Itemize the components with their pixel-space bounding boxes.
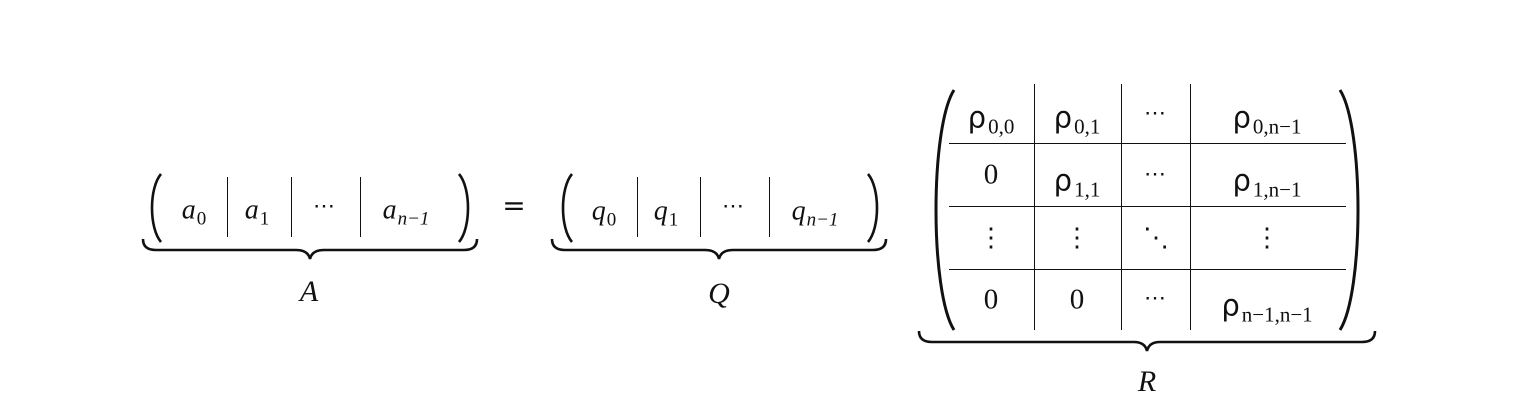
cell-subscript: 0,0 <box>988 114 1015 139</box>
matrix-r-left-paren <box>934 89 956 331</box>
cell-base: a <box>382 194 397 226</box>
matrix-q-cell: q0 <box>591 195 617 230</box>
matrix-q-divider <box>637 177 638 237</box>
matrix-q-hdots: ⋯ <box>722 194 746 219</box>
matrix-r-right-paren <box>1338 89 1360 331</box>
cell-base: a <box>244 194 259 226</box>
cell-subscript: 0 <box>196 208 207 230</box>
cell-base: ρ <box>1232 100 1251 135</box>
matrix-q-divider <box>700 177 701 237</box>
matrix-a-divider <box>360 177 361 237</box>
matrix-a-left-paren <box>150 173 163 243</box>
matrix-r-hline <box>949 206 1346 207</box>
matrix-a-cell: a1 <box>244 194 270 229</box>
matrix-r-vline <box>1121 84 1122 330</box>
cell-subscript: 1 <box>259 208 270 230</box>
matrix-a-cell: an−1 <box>382 194 430 229</box>
matrix-a-right-paren <box>457 173 470 243</box>
matrix-a-divider <box>227 177 228 237</box>
matrix-r-vline <box>1190 84 1191 330</box>
matrix-r-hdots: ⋯ <box>1144 101 1168 126</box>
matrix-r-vdots: ⋮ <box>978 223 1004 253</box>
matrix-r-hdots: ⋯ <box>1144 286 1168 311</box>
matrix-r-underbrace <box>917 330 1377 352</box>
matrix-r-cell: ρ1,1 <box>1053 163 1101 200</box>
cell-subscript: 1,n−1 <box>1252 177 1302 202</box>
matrix-q-cell: q1 <box>653 195 679 230</box>
matrix-r-vdots: ⋮ <box>1064 223 1090 253</box>
matrix-a-label: A <box>299 275 319 308</box>
matrix-r-vline <box>1034 84 1035 330</box>
matrix-r-cell: ρ0,0 <box>967 100 1015 137</box>
matrix-r-cell: ρ0,1 <box>1053 100 1101 137</box>
matrix-q-cell: qn−1 <box>791 195 839 230</box>
matrix-r-cell: ρ0,n−1 <box>1232 100 1301 137</box>
matrix-q-right-paren <box>866 173 879 243</box>
matrix-r-ddots: ⋱ <box>1143 223 1169 253</box>
matrix-a-divider <box>291 177 292 237</box>
cell-subscript: 0,1 <box>1074 114 1101 139</box>
equals-sign: = <box>502 189 526 222</box>
matrix-r-label: R <box>1137 365 1157 398</box>
matrix-r-hline <box>949 143 1346 144</box>
cell-subscript: 0 <box>606 209 617 231</box>
matrix-q-label: Q <box>708 277 730 310</box>
cell-base: a <box>181 194 196 226</box>
matrix-r-hline <box>949 269 1346 270</box>
matrix-r-zero: 0 <box>983 283 999 316</box>
matrix-r-hdots: ⋯ <box>1144 162 1168 187</box>
matrix-a-hdots: ⋯ <box>313 194 337 219</box>
cell-base: ρ <box>967 100 987 135</box>
matrix-q-divider <box>769 177 770 237</box>
cell-subscript: 1,1 <box>1074 177 1101 202</box>
cell-base: ρ <box>1053 163 1073 198</box>
cell-base: ρ <box>1221 288 1240 323</box>
cell-subscript: n−1,n−1 <box>1241 302 1313 327</box>
matrix-a-underbrace <box>141 238 479 260</box>
cell-base: q <box>791 195 806 227</box>
matrix-r-zero: 0 <box>1069 283 1085 316</box>
matrix-r-cell: ρn−1,n−1 <box>1221 288 1312 325</box>
cell-subscript: n−1 <box>397 208 430 230</box>
cell-subscript: 1 <box>668 209 679 231</box>
cell-base: ρ <box>1232 163 1251 198</box>
matrix-q-left-paren <box>561 173 574 243</box>
cell-subscript: 0,n−1 <box>1252 114 1302 139</box>
matrix-r-zero: 0 <box>983 158 999 191</box>
cell-base: ρ <box>1053 100 1073 135</box>
cell-base: q <box>591 195 606 227</box>
matrix-r-vdots: ⋮ <box>1254 223 1280 253</box>
cell-base: q <box>653 195 668 227</box>
matrix-q-underbrace <box>550 238 888 260</box>
cell-subscript: n−1 <box>806 209 839 231</box>
matrix-r-cell: ρ1,n−1 <box>1232 163 1301 200</box>
matrix-a-cell: a0 <box>181 194 207 229</box>
